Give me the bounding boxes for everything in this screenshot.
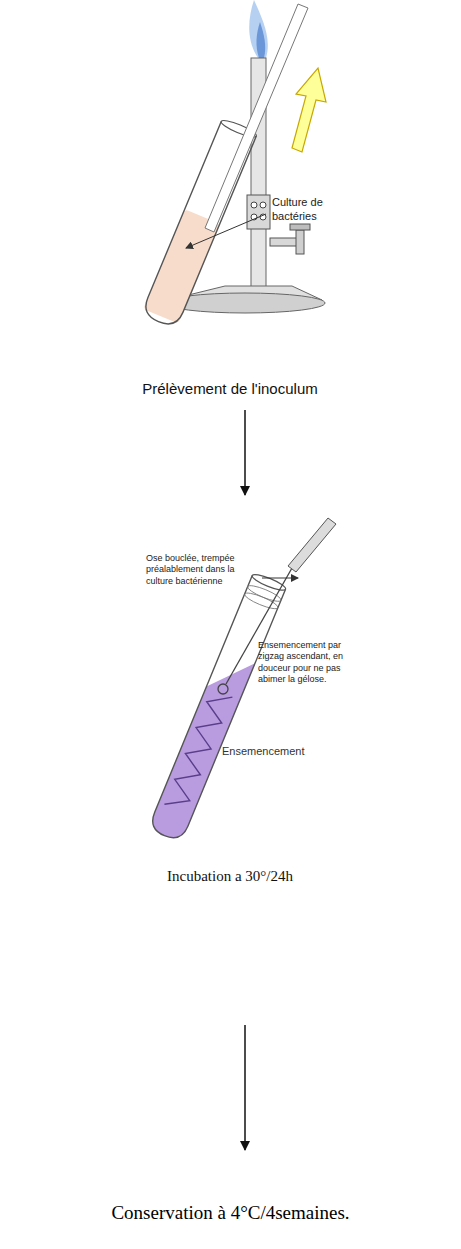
step-node: EnsemencementIncubation a 30°/24h [0,495,461,1025]
callout-label: Culture de bactéries [272,196,356,224]
step-text: Incubation a 30°/24h [60,867,400,885]
flow-arrow [244,1025,246,1150]
step-node: Conservation à 4°C/4semaines. [0,1150,461,1240]
callout-label: Ose bouclée, trempée préalablement dans … [146,553,260,587]
leader-line [186,214,266,248]
callout-label: Ensemencement par zigzag ascendant, en d… [258,640,344,685]
step-text: Conservation à 4°C/4semaines. [8,1202,453,1225]
direction-arrow [292,68,326,152]
leader-line [262,578,298,579]
figure-caption: Ensemencement [222,745,332,758]
step-caption: Prélèvement de l'inoculum [60,380,400,398]
flow-arrow [244,410,246,495]
step-node: Prélèvement de l'inoculum [0,10,461,410]
